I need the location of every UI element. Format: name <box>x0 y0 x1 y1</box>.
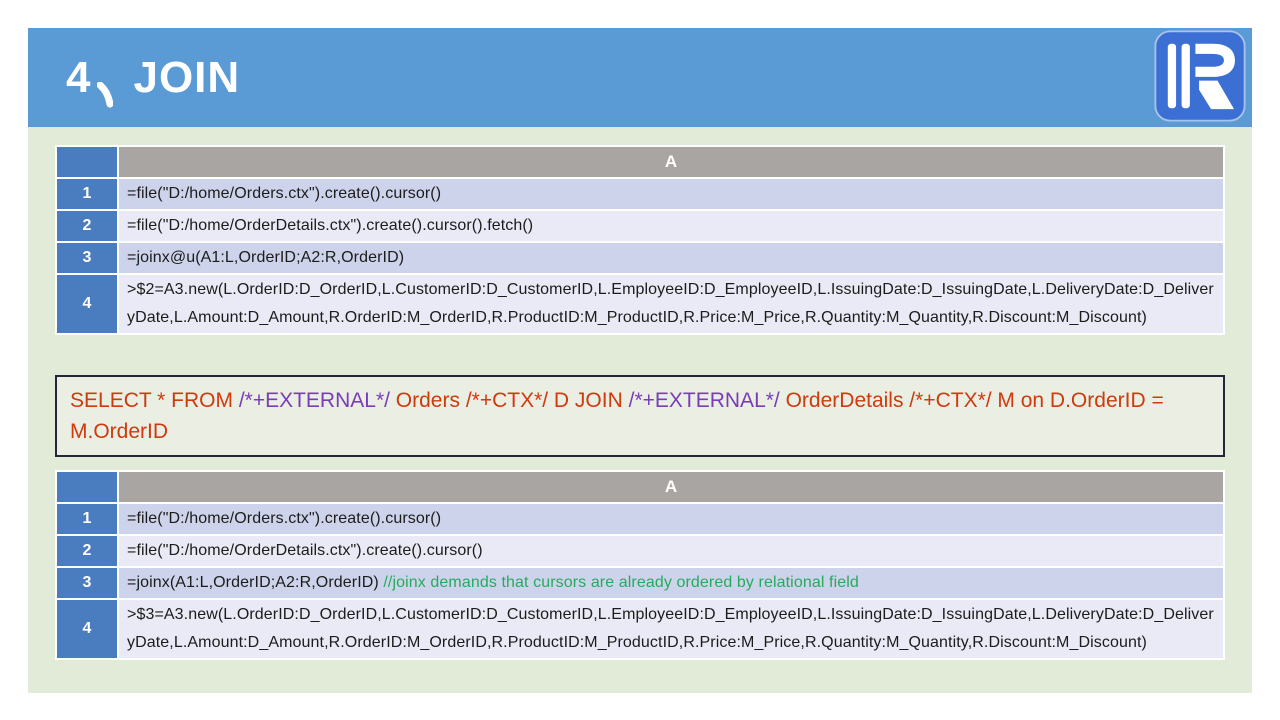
raqsoft-logo <box>1154 30 1246 122</box>
title-number: 4 <box>66 52 92 102</box>
grid2-row-number-2: 2 <box>57 536 117 566</box>
grid2-row-number-3: 3 <box>57 568 117 598</box>
grid1-cell-a3: =joinx@u(A1:L,OrderID;A2:R,OrderID) <box>119 243 1223 273</box>
grid2-cell-a3-comment: //joinx demands that cursors are already… <box>383 574 859 591</box>
grid2-row-number-4: 4 <box>57 600 117 658</box>
grid2-row-2: 2 =file("D:/home/OrderDetails.ctx").crea… <box>57 536 1223 566</box>
grid1-cell-a2: =file("D:/home/OrderDetails.ctx").create… <box>119 211 1223 241</box>
grid2-column-header-a: A <box>119 472 1223 502</box>
ideographic-comma-icon <box>97 81 114 107</box>
grid1-row-2: 2 =file("D:/home/OrderDetails.ctx").crea… <box>57 211 1223 241</box>
grid2-cell-a3: =joinx(A1:L,OrderID;A2:R,OrderID) //join… <box>119 568 1223 598</box>
sql-hint-external-2: /*+EXTERNAL*/ <box>628 389 780 412</box>
grid2-row-3: 3 =joinx(A1:L,OrderID;A2:R,OrderID) //jo… <box>57 568 1223 598</box>
title-text: JOIN <box>133 52 241 102</box>
grid1-cell-a4: >$2=A3.new(L.OrderID:D_OrderID,L.Custome… <box>119 275 1223 333</box>
grid1-row-3: 3 =joinx@u(A1:L,OrderID;A2:R,OrderID) <box>57 243 1223 273</box>
slide-background: 4 JOIN A 1 =file("D:/home/Orders.ctx").c… <box>28 28 1252 693</box>
grid1-header-row: A <box>57 147 1223 177</box>
slide-title: 4 JOIN <box>66 28 240 127</box>
r-logo-icon <box>1154 30 1246 122</box>
esproc-grid-2: A 1 =file("D:/home/Orders.ctx").create()… <box>55 470 1225 660</box>
sql-text-orders-join: Orders /*+CTX*/ D JOIN <box>389 389 629 412</box>
grid2-row-4: 4 >$3=A3.new(L.OrderID:D_OrderID,L.Custo… <box>57 600 1223 658</box>
grid2-cell-a3-code: =joinx(A1:L,OrderID;A2:R,OrderID) <box>127 574 384 591</box>
grid2-cell-a4: >$3=A3.new(L.OrderID:D_OrderID,L.Custome… <box>119 600 1223 658</box>
grid2-cell-a2: =file("D:/home/OrderDetails.ctx").create… <box>119 536 1223 566</box>
grid1-row-number-1: 1 <box>57 179 117 209</box>
grid1-cell-a1: =file("D:/home/Orders.ctx").create().cur… <box>119 179 1223 209</box>
sql-statement-box: SELECT * FROM /*+EXTERNAL*/ Orders /*+CT… <box>55 375 1225 457</box>
sql-text-orderdetails-on: OrderDetails /*+CTX*/ M on D.OrderID = M… <box>70 389 1164 443</box>
sql-hint-external-1: /*+EXTERNAL*/ <box>238 389 390 412</box>
grid2-row-1: 1 =file("D:/home/Orders.ctx").create().c… <box>57 504 1223 534</box>
grid1-row-number-3: 3 <box>57 243 117 273</box>
grid1-row-4: 4 >$2=A3.new(L.OrderID:D_OrderID,L.Custo… <box>57 275 1223 333</box>
grid1-row-number-4: 4 <box>57 275 117 333</box>
grid1-row-number-2: 2 <box>57 211 117 241</box>
grid2-corner-cell <box>57 472 117 502</box>
grid2-row-number-1: 1 <box>57 504 117 534</box>
slide-header-bar: 4 JOIN <box>28 28 1252 127</box>
esproc-grid-1: A 1 =file("D:/home/Orders.ctx").create()… <box>55 145 1225 335</box>
sql-text-select: SELECT * FROM <box>70 389 239 412</box>
grid1-column-header-a: A <box>119 147 1223 177</box>
grid2-header-row: A <box>57 472 1223 502</box>
grid1-corner-cell <box>57 147 117 177</box>
grid2-cell-a1: =file("D:/home/Orders.ctx").create().cur… <box>119 504 1223 534</box>
grid1-row-1: 1 =file("D:/home/Orders.ctx").create().c… <box>57 179 1223 209</box>
